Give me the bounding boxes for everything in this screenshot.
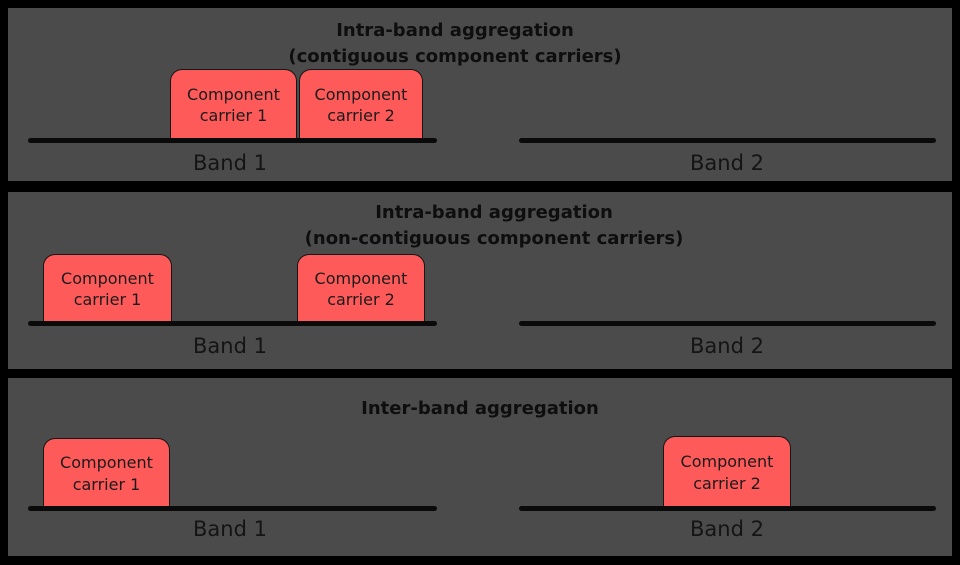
component-carrier-1-label-line-1: Component bbox=[60, 453, 153, 473]
band-2-line bbox=[519, 321, 936, 326]
band-1-line bbox=[28, 321, 437, 326]
component-carrier-2-label-line-2: carrier 2 bbox=[327, 106, 395, 125]
panel-title-line-1: Inter-band aggregation bbox=[361, 398, 599, 419]
band-2-line bbox=[519, 138, 936, 143]
band-1-line bbox=[28, 138, 437, 143]
panel-title: Inter-band aggregation bbox=[361, 396, 599, 422]
band-2-label: Band 2 bbox=[690, 334, 764, 358]
panel-intra-band-contiguous: Intra-band aggregation (contiguous compo… bbox=[8, 8, 952, 181]
panel-title-line-1: Intra-band aggregation bbox=[375, 202, 613, 223]
component-carrier-1-label-line-1: Component bbox=[61, 268, 154, 288]
component-carrier-2-label-line-1: Component bbox=[680, 452, 774, 472]
component-carrier-2-box: Component carrier 2 bbox=[299, 69, 423, 140]
component-carrier-1-label-line-2: carrier 1 bbox=[73, 290, 142, 309]
component-carrier-2-label-line-2: carrier 2 bbox=[693, 473, 761, 493]
band-1-label: Band 1 bbox=[193, 151, 267, 175]
band-2-label: Band 2 bbox=[690, 517, 764, 541]
component-carrier-2-label-line-1: Component bbox=[314, 84, 408, 104]
panel-title-line-2: (contiguous component carriers) bbox=[288, 45, 622, 67]
panel-title-line-1: Intra-band aggregation bbox=[336, 20, 574, 41]
panel-title-line-2: (non-contiguous component carriers) bbox=[304, 227, 684, 249]
component-carrier-2-label-line-1: Component bbox=[314, 268, 408, 288]
component-carrier-1-box: Component carrier 1 bbox=[43, 438, 170, 508]
band-1-line bbox=[28, 506, 437, 511]
component-carrier-1-label-line-2: carrier 1 bbox=[72, 474, 141, 494]
component-carrier-2-label-line-2: carrier 2 bbox=[327, 290, 395, 309]
band-2-label: Band 2 bbox=[690, 151, 764, 175]
band-2-line bbox=[519, 506, 936, 511]
panel-inter-band: Inter-band aggregation Component carrier… bbox=[8, 378, 952, 556]
component-carrier-1-label-line-1: Component bbox=[187, 84, 280, 104]
panel-intra-band-non-contiguous: Intra-band aggregation (non-contiguous c… bbox=[8, 192, 952, 369]
panel-title: Intra-band aggregation (contiguous compo… bbox=[288, 18, 621, 69]
component-carrier-2-box: Component carrier 2 bbox=[297, 254, 425, 323]
component-carrier-1-box: Component carrier 1 bbox=[43, 254, 172, 323]
component-carrier-2-box: Component carrier 2 bbox=[663, 436, 791, 508]
component-carrier-1-label-line-2: carrier 1 bbox=[199, 106, 268, 125]
panel-title: Intra-band aggregation (non-contiguous c… bbox=[305, 200, 684, 251]
component-carrier-1-box: Component carrier 1 bbox=[170, 69, 297, 140]
band-1-label: Band 1 bbox=[193, 517, 267, 541]
band-1-label: Band 1 bbox=[193, 334, 267, 358]
